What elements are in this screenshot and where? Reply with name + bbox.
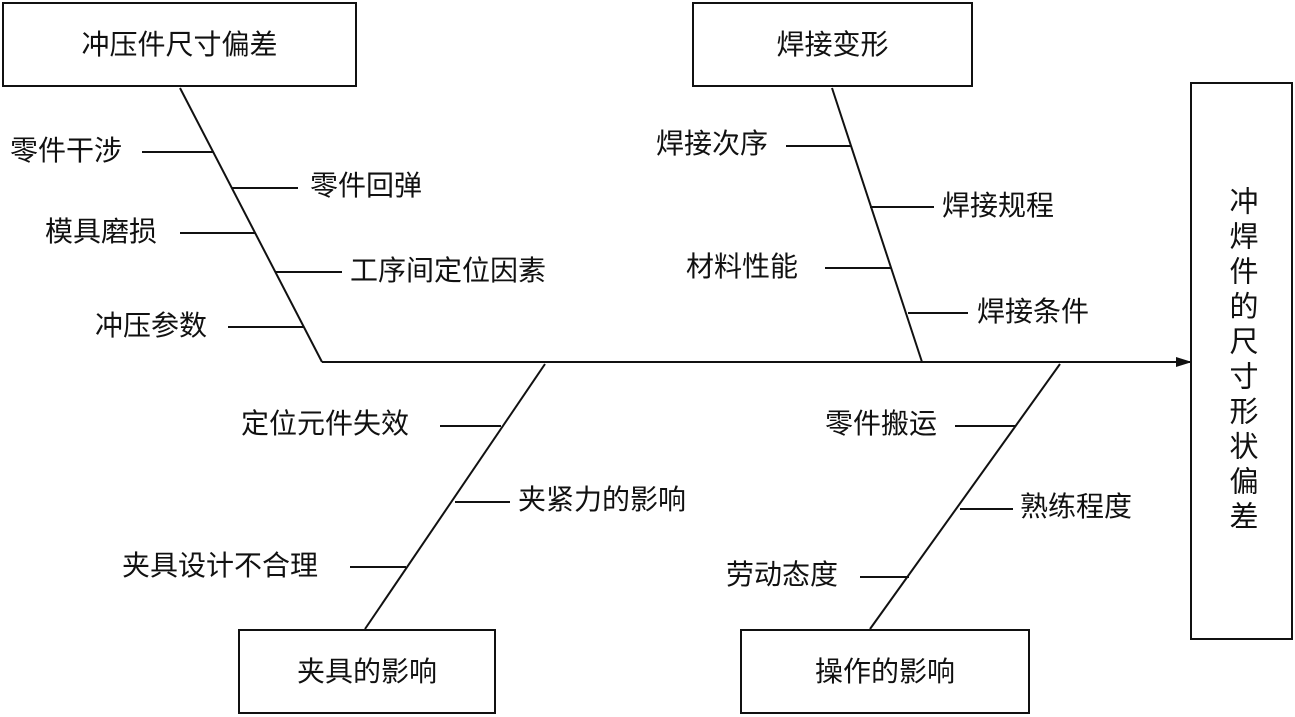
cause-welding-1: 焊接次序 [656,127,769,160]
category-label-fixture: 夹具的影响 [296,654,437,688]
category-label-welding: 焊接变形 [776,27,889,61]
bone-stamping [179,87,323,363]
category-label-stamping: 冲压件尺寸偏差 [81,27,278,61]
category-label-operation: 操作的影响 [814,654,955,688]
cause-welding-4: 焊接条件 [977,295,1090,328]
effect-label: 冲焊件的尺寸形状偏差 [1225,186,1259,536]
cause-operation-3: 劳动态度 [726,558,839,591]
cause-stamping-3: 模具磨损 [45,215,158,248]
bone-fixture [364,363,546,630]
category-box-welding: 焊接变形 [692,2,973,87]
category-box-fixture: 夹具的影响 [238,629,496,714]
category-box-stamping: 冲压件尺寸偏差 [2,2,357,87]
cause-stamping-4: 工序间定位因素 [350,254,547,287]
cause-fixture-3: 夹具设计不合理 [122,549,319,582]
cause-stamping-2: 零件回弹 [310,169,423,202]
cause-welding-2: 焊接规程 [942,189,1055,222]
cause-fixture-2: 夹紧力的影响 [518,483,687,516]
effect-box: 冲焊件的尺寸形状偏差 [1190,82,1293,640]
cause-operation-2: 熟练程度 [1020,490,1133,523]
cause-welding-3: 材料性能 [686,250,799,283]
cause-stamping-1: 零件干涉 [10,134,123,167]
cause-fixture-1: 定位元件失效 [241,407,410,440]
bone-operation [869,363,1061,630]
bone-welding [831,87,923,363]
cause-stamping-5: 冲压参数 [95,309,208,342]
category-box-operation: 操作的影响 [740,629,1030,714]
cause-operation-1: 零件搬运 [825,407,938,440]
